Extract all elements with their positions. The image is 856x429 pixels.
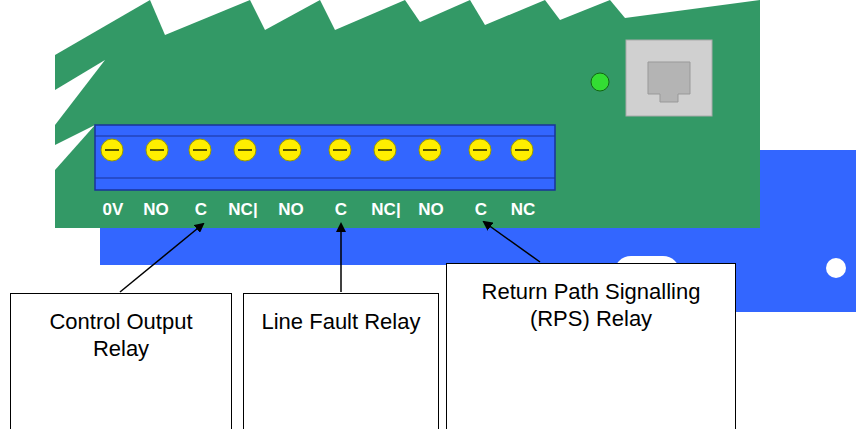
terminal-label: NO [418, 200, 444, 220]
screw-slot [423, 149, 437, 151]
terminal-screws [101, 139, 533, 161]
screw-slot [283, 149, 297, 151]
callout-text: Control Output Relay [19, 308, 223, 362]
screw-head [234, 139, 256, 161]
leader-arrow [484, 222, 540, 262]
screw-head [419, 139, 441, 161]
callout-box: Return Path Signalling (RPS) Relay [446, 263, 736, 429]
terminal-label: C [195, 200, 207, 220]
screw-slot [105, 149, 119, 151]
screw-head [279, 139, 301, 161]
screw-head [511, 139, 533, 161]
screw-head [469, 139, 491, 161]
screw-head [146, 139, 168, 161]
screw-slot [193, 149, 207, 151]
terminal-label: C [475, 200, 487, 220]
screw-head [374, 139, 396, 161]
rj45-socket [626, 40, 712, 116]
terminal-label: NO [143, 200, 169, 220]
callout-box: Control Output Relay [10, 293, 232, 429]
screw-slot [378, 149, 392, 151]
callout-box: Line Fault Relay [243, 293, 439, 429]
terminal-label: NC [511, 200, 536, 220]
leader-arrow [120, 224, 203, 292]
circuit-board [55, 0, 760, 228]
screw-slot [515, 149, 529, 151]
screw-slot [238, 149, 252, 151]
callout-text: Line Fault Relay [262, 308, 421, 335]
terminal-label: NC| [371, 200, 400, 220]
screw-head [189, 139, 211, 161]
screw-head [101, 139, 123, 161]
screw-head [329, 139, 351, 161]
leader-arrow [340, 224, 342, 292]
terminal-label: NO [278, 200, 304, 220]
screw-slot [333, 149, 347, 151]
screw-slot [473, 149, 487, 151]
screw-slot [150, 149, 164, 151]
terminal-label: C [335, 200, 347, 220]
terminal-block [95, 125, 555, 190]
status-led [591, 73, 609, 91]
bracket-hole [826, 258, 846, 278]
terminal-label: NC| [228, 200, 257, 220]
block-edge [95, 136, 555, 137]
terminal-label: 0V [103, 200, 124, 220]
callout-text: Return Path Signalling (RPS) Relay [455, 278, 727, 332]
block-edge [95, 178, 555, 179]
